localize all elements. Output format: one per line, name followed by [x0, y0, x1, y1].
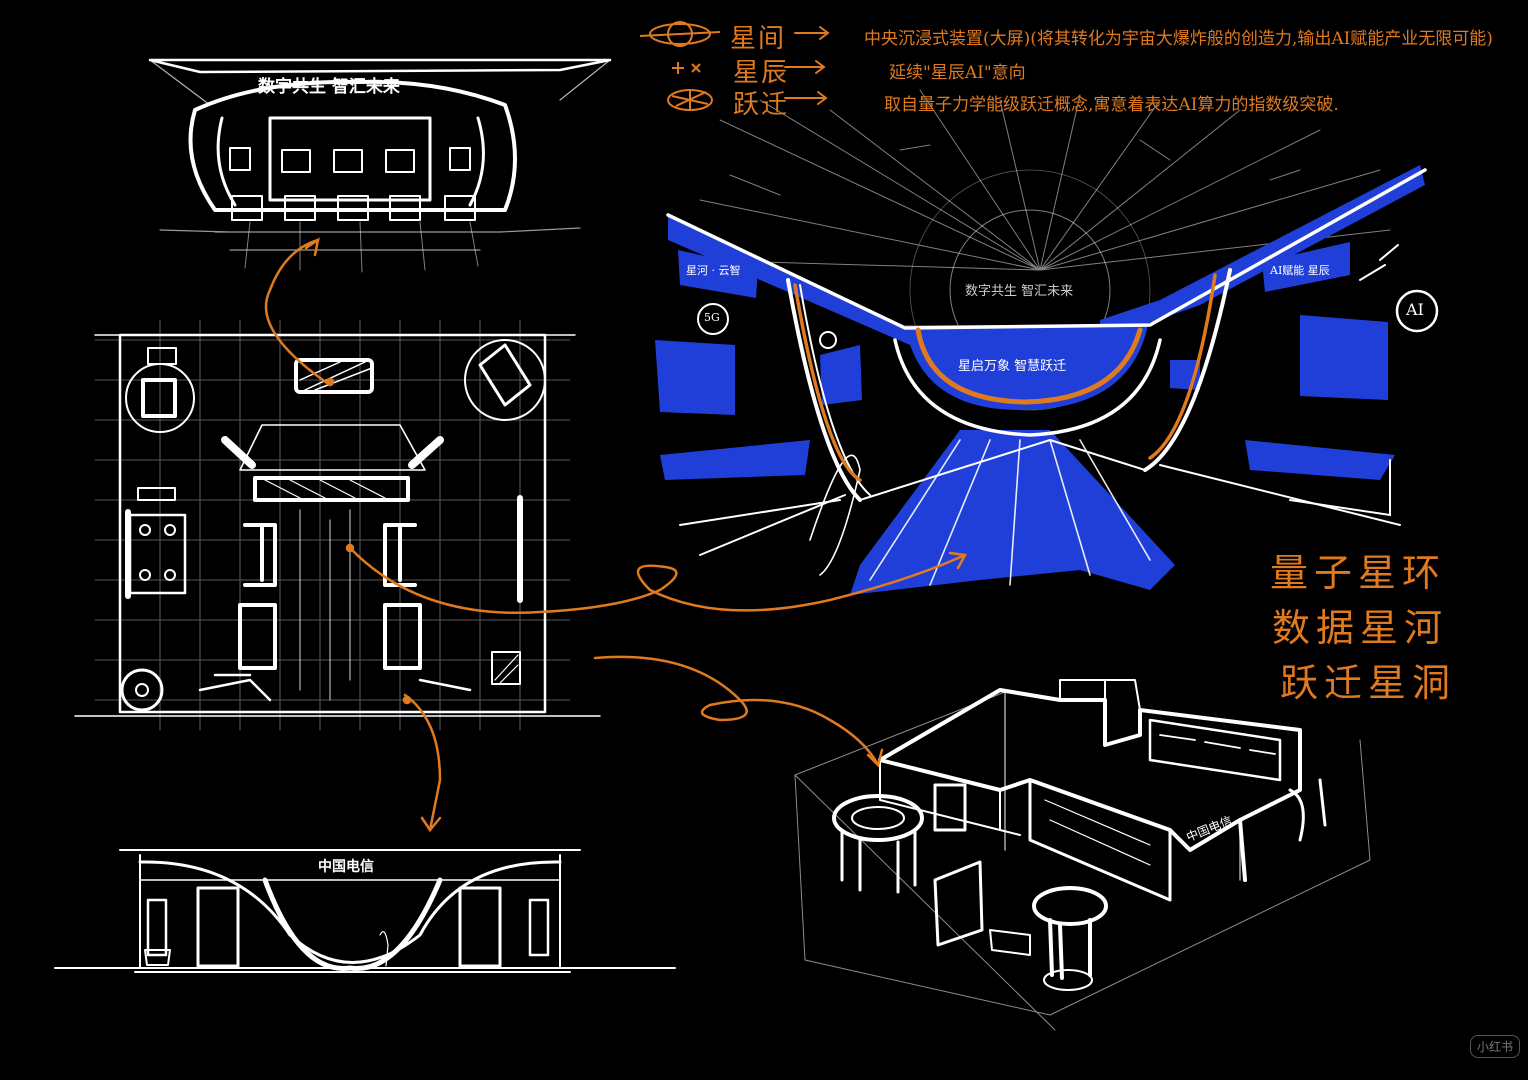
legend-name: 星辰 — [733, 58, 790, 88]
perspective-right-panel-sign: AI赋能 星辰 — [1270, 264, 1330, 277]
legend-description: 中央沉浸式装置(大屏)(将其转化为宇宙大爆炸般的创造力,输出AI赋能产业无限可能… — [864, 29, 1493, 49]
legend-item-xingchen: 星辰 延续"星辰AI"意向 — [733, 52, 1026, 89]
axonometric-sketch — [794, 679, 1371, 1031]
perspective-line-overlay — [666, 168, 1439, 586]
floor-plan-sketch — [74, 319, 601, 731]
orbit-icon — [639, 21, 721, 47]
elevation-header-sign: 数字共生 智汇未来 — [258, 77, 400, 97]
legend-name: 跃迁 — [733, 90, 790, 120]
legend-arrows — [784, 26, 830, 105]
section-brand-sign: 中国电信 — [318, 859, 374, 875]
perspective-blue-fills — [655, 165, 1425, 595]
burst-icon — [667, 89, 713, 111]
perspective-left-panel-sign: 星河 · 云智 — [686, 264, 741, 277]
perspective-center-sign: 星启万象 智慧跃迁 — [958, 359, 1067, 374]
arrow-plan-to-section — [403, 693, 442, 832]
slogan-line-1: 量子星环 — [1270, 551, 1447, 595]
legend-description: 延续"星辰AI"意向 — [889, 63, 1026, 83]
perspective-ai-circle-label: AI — [1406, 300, 1424, 319]
perspective-sketch — [689, 89, 1391, 411]
perspective-back-sign: 数字共生 智汇未来 — [965, 284, 1074, 299]
slogan-line-3: 跃迁星洞 — [1280, 661, 1457, 705]
legend-name: 星间 — [730, 24, 787, 54]
legend-icons — [639, 21, 721, 111]
legend-item-xingjian: 星间 中央沉浸式装置(大屏)(将其转化为宇宙大爆炸般的创造力,输出AI赋能产业无… — [730, 18, 1493, 55]
arrow-plan-to-perspective — [348, 546, 967, 614]
perspective-5g-circle-label: 5G — [704, 311, 720, 324]
legend-description: 取自量子力学能级跃迁概念,寓意着表达AI算力的指数级突破. — [884, 95, 1339, 115]
sparkle-icon — [672, 62, 701, 74]
legend-item-yueqian: 跃迁 取自量子力学能级跃迁概念,寓意着表达AI算力的指数级突破. — [733, 84, 1339, 121]
front-elevation-sketch — [148, 58, 612, 273]
connector-arrows — [264, 237, 967, 833]
arrow-plan-to-elevation — [264, 238, 332, 387]
arrow-plan-to-axonometric — [593, 655, 880, 767]
watermark-badge: 小红书 — [1469, 1035, 1520, 1058]
perspective-orange-rings — [793, 273, 1217, 482]
section-elevation-sketch — [54, 849, 676, 973]
slogan-line-2: 数据星河 — [1272, 606, 1449, 650]
